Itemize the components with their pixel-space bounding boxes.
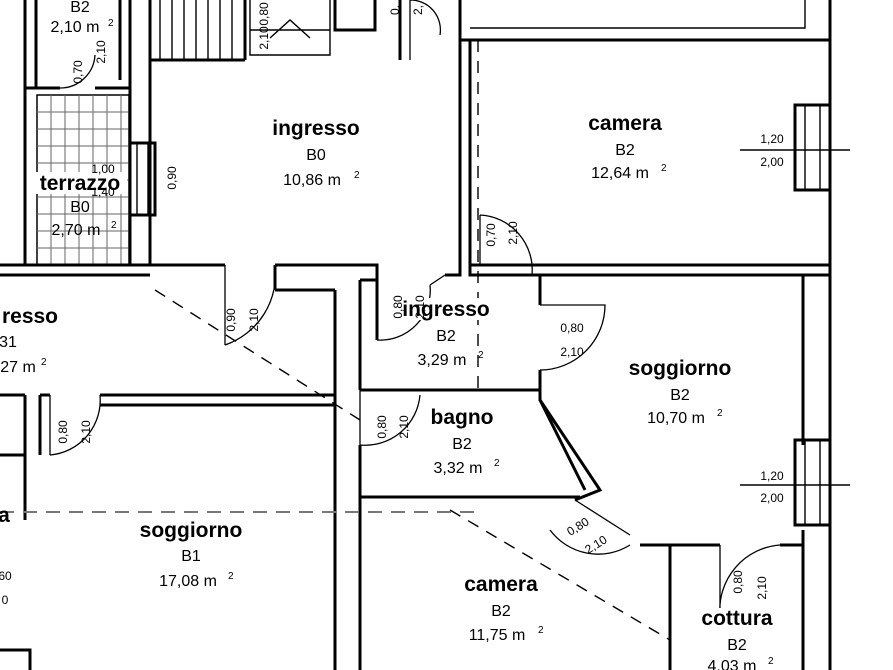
svg-text:B2: B2 xyxy=(727,637,747,654)
svg-text:B1: B1 xyxy=(181,548,201,565)
dim-cam-top-window-h: 2,00 xyxy=(760,155,784,169)
svg-text:ingresso: ingresso xyxy=(402,298,490,321)
dim-ingB2-door-h: 2,10 xyxy=(413,295,427,319)
room-ingresso-left: resso 31 27 m 2 xyxy=(0,305,58,376)
dim-bagno-door-w: 0,80 xyxy=(375,415,389,439)
svg-text:camera: camera xyxy=(588,112,662,135)
svg-text:a: a xyxy=(0,504,10,527)
svg-text:2: 2 xyxy=(228,571,234,582)
svg-text:3,32 m: 3,32 m xyxy=(434,460,483,477)
svg-text:cottura: cottura xyxy=(701,607,772,630)
dashed-lines xyxy=(0,40,671,641)
svg-text:31: 31 xyxy=(0,334,17,351)
svg-text:B2: B2 xyxy=(491,603,511,620)
svg-text:27 m: 27 m xyxy=(0,359,36,376)
room-bagno-b2: bagno B2 3,32 m 2 xyxy=(431,406,501,477)
dim-cam-top-door-h: 2,10 xyxy=(506,221,520,245)
svg-text:B0: B0 xyxy=(306,147,326,164)
dim-stair-b: 2,10 xyxy=(257,26,271,50)
svg-text:2,10 m: 2,10 m xyxy=(51,19,100,36)
dim-sogB2-window-h: 2,00 xyxy=(760,491,784,505)
dim-sogB2-door-h: 2,10 xyxy=(560,345,584,359)
svg-text:2: 2 xyxy=(717,408,723,419)
svg-text:bagno: bagno xyxy=(431,406,494,429)
svg-text:camera: camera xyxy=(464,573,538,596)
dim-terrazzo-window-w: 1,00 xyxy=(91,162,115,176)
dim-camB-door-h: 2,10 xyxy=(582,532,610,556)
svg-text:B2: B2 xyxy=(70,0,90,16)
room-cottura-b2: cottura B2 4,03 m 2 xyxy=(690,607,785,670)
svg-text:soggiorno: soggiorno xyxy=(629,357,732,380)
walls xyxy=(0,0,832,670)
doors xyxy=(49,0,781,616)
svg-text:B2: B2 xyxy=(436,328,456,345)
dim-topleft-door-w: 0,70 xyxy=(71,60,85,84)
dim-small-top-b: 2, xyxy=(411,5,425,15)
dim-sogB1-door-w: 0,80 xyxy=(56,420,70,444)
dim-sogB1-door-h: 2,10 xyxy=(79,420,93,444)
room-ingresso-b2: ingresso B2 3,29 m 2 xyxy=(395,298,500,369)
svg-text:2: 2 xyxy=(478,350,484,361)
dim-cam-top-window-w: 1,20 xyxy=(760,132,784,146)
room-soggiorno-b1: soggiorno B1 17,08 m 2 xyxy=(140,519,243,590)
svg-text:soggiorno: soggiorno xyxy=(140,519,243,542)
svg-text:3,29 m: 3,29 m xyxy=(418,352,467,369)
dim-topleft-door-h: 2,10 xyxy=(94,40,108,64)
room-left-edge: a 60 0 xyxy=(0,504,12,607)
dim-small-top-a: 0, xyxy=(388,5,402,15)
svg-text:2: 2 xyxy=(41,357,47,368)
room-camera-top: camera B2 12,64 m 2 xyxy=(588,112,667,182)
svg-text:B0: B0 xyxy=(70,199,90,216)
dim-cottura-door-w: 0,80 xyxy=(731,570,745,594)
dim-cottura-door-h: 2,10 xyxy=(755,576,769,600)
dim-bagno-door-h: 2,10 xyxy=(397,415,411,439)
svg-text:terrazzo: terrazzo xyxy=(40,172,121,195)
room-soggiorno-b2: soggiorno B2 10,70 m 2 xyxy=(629,357,732,427)
svg-text:0: 0 xyxy=(2,593,9,607)
svg-text:B2: B2 xyxy=(615,142,635,159)
svg-text:2,70 m: 2,70 m xyxy=(52,222,101,239)
svg-text:4,03 m: 4,03 m xyxy=(708,658,757,670)
svg-text:2: 2 xyxy=(538,625,544,636)
svg-text:resso: resso xyxy=(2,305,58,328)
dim-terrazzo-window-h: 1,40 xyxy=(91,185,115,199)
svg-text:2: 2 xyxy=(111,220,117,231)
dim-ingB0-door-w: 0,90 xyxy=(224,308,238,332)
dimension-labels: 0,70 2,10 0,80 2,10 0, 2, 1,00 1,40 0,90… xyxy=(56,2,784,600)
svg-text:B2: B2 xyxy=(670,387,690,404)
svg-text:60: 60 xyxy=(0,569,12,583)
room-camera-bottom: camera B2 11,75 m 2 xyxy=(464,573,544,644)
dim-sogB2-door-w: 0,80 xyxy=(560,321,584,335)
svg-text:10,70 m: 10,70 m xyxy=(647,410,705,427)
room-terrazzo-b0: terrazzo B0 2,70 m 2 xyxy=(35,172,127,239)
svg-text:2: 2 xyxy=(768,656,774,667)
svg-text:11,75 m: 11,75 m xyxy=(469,627,526,644)
room-ingresso-b0: ingresso B0 10,86 m 2 xyxy=(272,117,360,189)
svg-text:2: 2 xyxy=(354,170,360,181)
svg-text:2: 2 xyxy=(661,163,667,174)
dim-sogB2-window-w: 1,20 xyxy=(760,469,784,483)
room-b2-top-left: B2 2,10 m 2 xyxy=(51,0,114,36)
svg-text:10,86 m: 10,86 m xyxy=(283,172,341,189)
dim-camB-door-w: 0,80 xyxy=(564,514,592,538)
svg-text:2: 2 xyxy=(494,458,500,469)
dim-ingB2-door-w: 0,80 xyxy=(391,295,405,319)
svg-text:12,64 m: 12,64 m xyxy=(591,165,649,182)
svg-text:B2: B2 xyxy=(452,436,472,453)
svg-text:ingresso: ingresso xyxy=(272,117,360,140)
svg-text:17,08 m: 17,08 m xyxy=(159,573,217,590)
dim-terrazzo-door: 0,90 xyxy=(165,166,179,190)
svg-text:2: 2 xyxy=(108,18,114,29)
dim-cam-top-door-w: 0,70 xyxy=(484,223,498,247)
dim-stair-a: 0,80 xyxy=(257,2,271,26)
windows xyxy=(128,103,850,527)
dim-ingB0-door-h: 2,10 xyxy=(247,308,261,332)
